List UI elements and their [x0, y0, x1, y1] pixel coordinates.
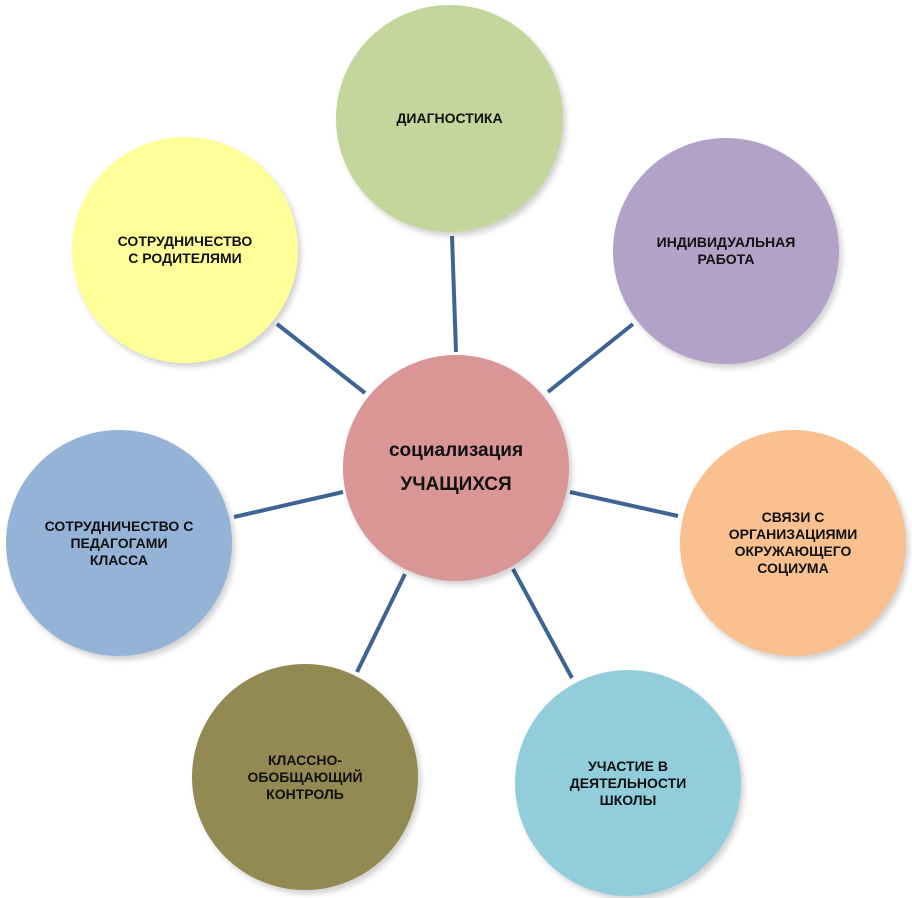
- connector-control: [355, 573, 407, 673]
- node-school-participation: УЧАСТИЕ В ДЕЯТЕЛЬНОСТИ ШКОЛЫ: [515, 670, 741, 896]
- center-title-line1: социализация: [388, 440, 524, 461]
- node-individual-work: ИНДИВИДУАЛЬНАЯ РАБОТА: [613, 138, 839, 364]
- node-community-connections: СВЯЗИ С ОРГАНИЗАЦИЯМИ ОКРУЖАЮЩЕГО СОЦИУМ…: [680, 430, 906, 656]
- connector-teachers: [233, 490, 344, 519]
- node-school-participation-label: УЧАСТИЕ В ДЕЯТЕЛЬНОСТИ ШКОЛЫ: [569, 757, 687, 808]
- node-diagnostics-label: ДИАГНОСТИКА: [396, 110, 503, 126]
- connector-individual: [546, 322, 635, 394]
- node-center-socialization: социализация УЧАЩИХСЯ: [343, 355, 569, 581]
- node-parent-cooperation: СОТРУДНИЧЕСТВО С РОДИТЕЛЯМИ: [72, 137, 298, 363]
- node-parent-cooperation-label: СОТРУДНИЧЕСТВО С РОДИТЕЛЯМИ: [117, 233, 253, 266]
- node-diagnostics: ДИАГНОСТИКА: [336, 5, 563, 232]
- node-class-control: КЛАССНО- ОБОБЩАЮЩИЙ КОНТРОЛЬ: [192, 664, 418, 890]
- connector-participation: [511, 568, 574, 679]
- connector-connections: [569, 490, 679, 518]
- node-individual-work-label: ИНДИВИДУАЛЬНАЯ РАБОТА: [656, 234, 796, 267]
- connector-diagnostics: [450, 235, 458, 353]
- connector-parents: [275, 322, 367, 395]
- node-community-connections-label: СВЯЗИ С ОРГАНИЗАЦИЯМИ ОКРУЖАЮЩЕГО СОЦИУМ…: [728, 509, 858, 576]
- node-teacher-cooperation: СОТРУДНИЧЕСТВО С ПЕДАГОГАМИ КЛАССА: [6, 430, 232, 656]
- center-title-line2: УЧАЩИХСЯ: [400, 474, 512, 495]
- node-teacher-cooperation-label: СОТРУДНИЧЕСТВО С ПЕДАГОГАМИ КЛАССА: [44, 517, 194, 568]
- node-class-control-label: КЛАССНО- ОБОБЩАЮЩИЙ КОНТРОЛЬ: [247, 751, 363, 802]
